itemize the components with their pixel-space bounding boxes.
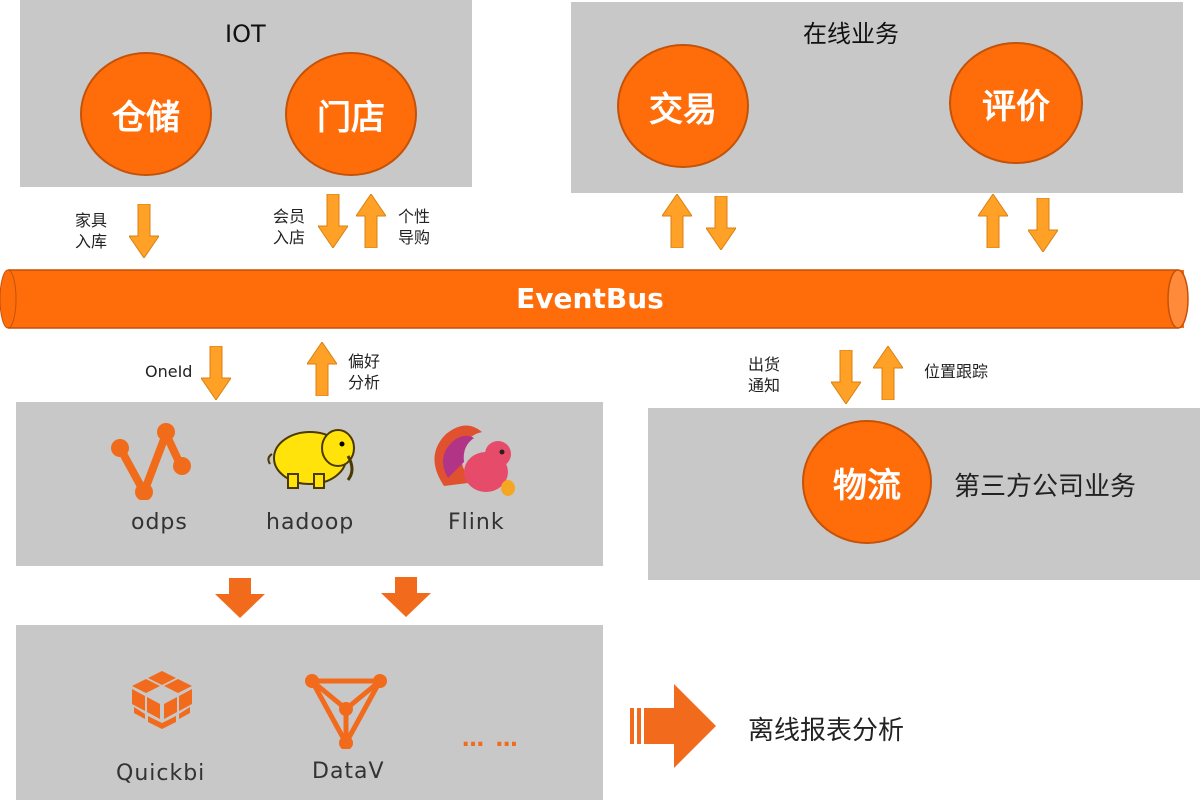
tracking-label: 位置跟踪	[924, 362, 989, 381]
oneid-down-arrow	[201, 346, 231, 400]
hadoop-elephant-icon	[267, 429, 355, 489]
processing-to-report-arrow-2	[381, 577, 431, 617]
flink-squirrel-icon	[434, 425, 515, 496]
member-in-down-arrow	[318, 194, 348, 248]
tracking-up-arrow	[873, 346, 903, 400]
more-tools-ellipsis: … …	[462, 727, 520, 752]
quickbi-label: Quickbi	[116, 761, 206, 786]
hadoop-label: hadoop	[266, 510, 355, 535]
iot-panel: IOT 仓储 门店	[20, 0, 472, 187]
offline-report-label: 离线报表分析	[748, 716, 905, 746]
guide-up-arrow	[356, 194, 386, 248]
flink-label: Flink	[448, 510, 505, 535]
trade-node: 交易	[617, 44, 749, 168]
online-business-panel: 在线业务 交易 评价	[571, 2, 1183, 193]
store-node: 门店	[285, 52, 417, 176]
member-in-label: 会员 入店	[273, 207, 306, 247]
quickbi-cube-icon	[132, 671, 192, 729]
odps-label: odps	[131, 510, 188, 535]
review-up-arrow	[978, 194, 1008, 248]
personal-guide-label: 个性 导购	[398, 207, 431, 247]
trade-up-arrow	[662, 194, 692, 248]
third-party-panel: 物流 第三方公司业务	[648, 408, 1200, 580]
eventbus-pipe	[0, 269, 1189, 329]
furniture-in-down-arrow	[129, 204, 159, 258]
datav-label: DataV	[312, 759, 385, 784]
third-party-title: 第三方公司业务	[954, 472, 1137, 502]
processing-to-report-arrow-1	[215, 578, 265, 618]
preference-label: 偏好 分析	[348, 352, 381, 392]
warehouse-node: 仓储	[80, 52, 212, 176]
reporting-panel: Quickbi DataV … …	[16, 625, 603, 800]
eventbus-label: EventBus	[516, 282, 664, 315]
odps-icon	[111, 423, 191, 500]
datav-triangle-icon	[305, 674, 387, 749]
oneid-label: OneId	[145, 362, 193, 381]
iot-title: IOT	[225, 20, 266, 48]
review-node: 评价	[949, 42, 1083, 164]
trade-down-arrow	[706, 196, 736, 250]
review-down-arrow	[1028, 198, 1058, 252]
online-business-title: 在线业务	[803, 20, 899, 48]
furniture-in-label: 家具 入库	[75, 211, 108, 251]
shipment-down-arrow	[831, 350, 861, 404]
processing-panel: odps hadoop Flink	[16, 402, 603, 566]
preference-up-arrow	[307, 342, 337, 396]
shipment-label: 出货 通知	[748, 355, 781, 395]
logistics-node: 物流	[802, 420, 932, 544]
offline-report-right-arrow	[630, 684, 716, 768]
